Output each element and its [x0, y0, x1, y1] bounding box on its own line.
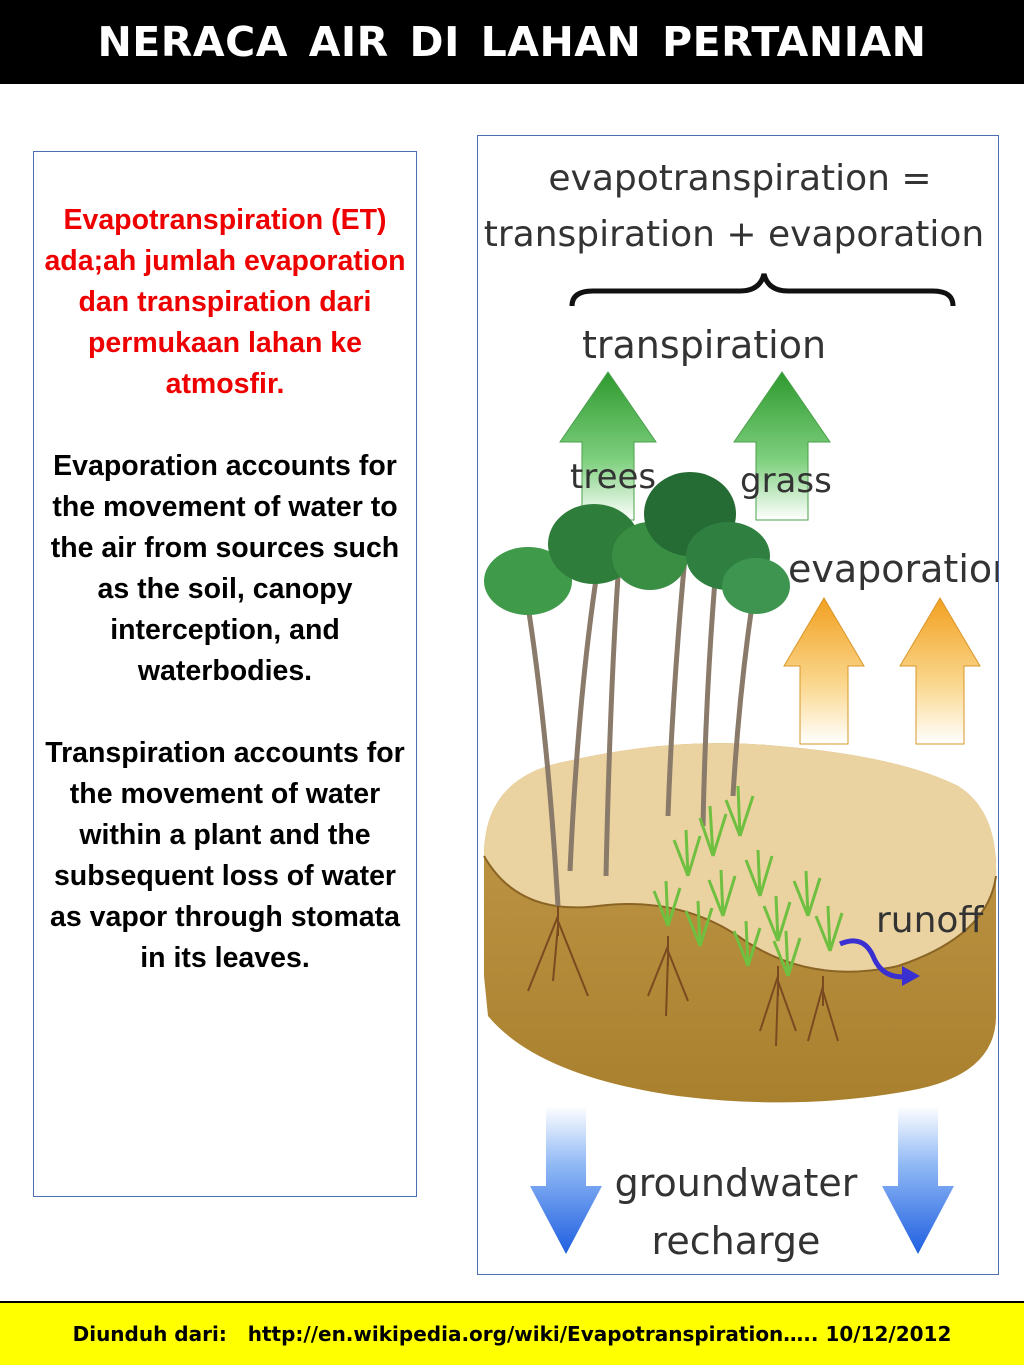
source-footer: Diunduh dari: http://en.wikipedia.org/wi… [0, 1301, 1024, 1365]
definition-paragraph: Evapotranspiration (ET) ada;ah jumlah ev… [44, 200, 406, 405]
evaporation-arrow-right-icon [900, 598, 980, 744]
diagram-illustration: evapotranspiration = transpiration + eva… [478, 136, 999, 1275]
source-citation: Diunduh dari: http://en.wikipedia.org/wi… [73, 1322, 952, 1346]
evaporation-paragraph: Evaporation accounts for the movement of… [44, 446, 406, 692]
title-bar: NERACA AIR DI LAHAN PERTANIAN [0, 0, 1024, 84]
equation-line-1: evapotranspiration = [548, 158, 931, 199]
evapotranspiration-diagram: evapotranspiration = transpiration + eva… [477, 135, 999, 1275]
recharge-label: recharge [652, 1219, 821, 1263]
evaporation-arrow-left-icon [784, 598, 864, 744]
recharge-arrow-right-icon [882, 1106, 954, 1254]
curly-brace [572, 274, 953, 306]
trees-label: trees [570, 457, 656, 497]
groundwater-label: groundwater [615, 1161, 858, 1205]
trees-transpiration-arrow-icon [560, 372, 656, 520]
text-panel: Evapotranspiration (ET) ada;ah jumlah ev… [33, 151, 417, 1197]
transpiration-label: transpiration [582, 323, 826, 367]
runoff-label: runoff [876, 900, 984, 941]
equation-line-2: transpiration + evaporation [484, 214, 984, 255]
page-title: NERACA AIR DI LAHAN PERTANIAN [97, 18, 926, 66]
recharge-arrow-left-icon [530, 1106, 602, 1254]
grass-label: grass [740, 461, 832, 501]
evaporation-label: evaporation [788, 547, 999, 591]
transpiration-paragraph: Transpiration accounts for the movement … [44, 733, 406, 979]
